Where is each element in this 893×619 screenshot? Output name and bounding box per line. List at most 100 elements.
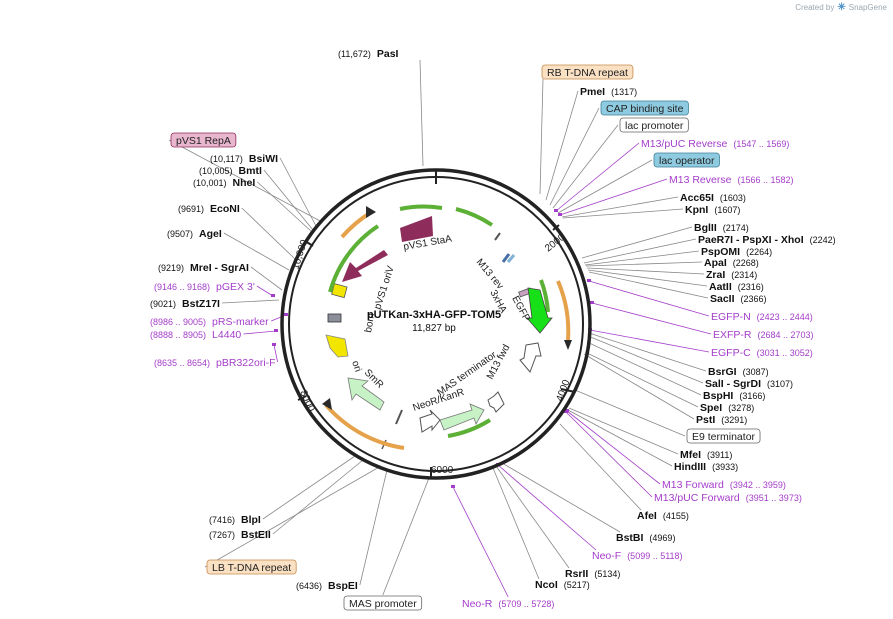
label-bmti[interactable]: BmtI(10,005)	[199, 165, 262, 177]
leader-line-egfpc	[589, 329, 710, 353]
label-pspomi[interactable]: PspOMI(2264)	[701, 246, 772, 258]
label-l4440[interactable]: L4440(8888 .. 8905)	[150, 329, 241, 341]
label-nhei[interactable]: NheI(10,001)	[193, 177, 255, 189]
label-pmei[interactable]: PmeI(1317)	[580, 86, 637, 98]
label-bsphi[interactable]: BspHI(3166)	[703, 390, 765, 402]
leader-line-bspei	[359, 469, 388, 586]
label-bstz-position: (9021)	[150, 299, 176, 309]
label-repa[interactable]: pVS1 RepA	[170, 132, 237, 148]
label-egfpc[interactable]: EGFP-C(3031 .. 3052)	[711, 347, 813, 359]
label-apai[interactable]: ApaI (2268)	[704, 257, 759, 269]
label-bglii[interactable]: BglII(2174)	[694, 222, 749, 234]
label-bspei[interactable]: BspEI(6436)	[296, 580, 358, 592]
label-sali[interactable]: SalI - SgrDI(3107)	[705, 378, 793, 390]
pvs1-oriv-arrow	[342, 250, 388, 282]
snapgene-logo-icon: ✳	[837, 2, 846, 13]
leader-line-bstbi	[501, 462, 621, 533]
label-m13rev[interactable]: M13 Reverse(1566 .. 1582)	[669, 174, 794, 186]
label-bstbi[interactable]: BstBI(4969)	[616, 532, 675, 544]
label-pbr322[interactable]: pBR322ori-F(8635 .. 8654)	[154, 357, 276, 369]
leader-line-zrai	[586, 267, 705, 275]
label-lacop[interactable]: lac operator	[653, 152, 720, 168]
primer-site-pbr322	[272, 343, 276, 346]
label-bsrgi[interactable]: BsrGI(3087)	[708, 366, 769, 378]
label-exfpr[interactable]: EXFP-R(2684 .. 2703)	[713, 329, 814, 341]
label-ncoi-name: NcoI	[535, 579, 558, 591]
label-kpni-name: KpnI	[685, 204, 708, 216]
label-lb[interactable]: LB T-DNA repeat	[206, 559, 297, 575]
label-bsphi-name: BspHI	[703, 390, 733, 402]
label-apai-name: ApaI	[704, 257, 727, 269]
leader-line-paer7i	[583, 238, 697, 264]
neor-arrow	[439, 403, 485, 431]
label-cap[interactable]: CAP binding site	[600, 100, 689, 116]
label-m13pucf[interactable]: M13/pUC Forward(3951 .. 3973)	[654, 492, 802, 504]
label-repa-box	[170, 132, 237, 148]
label-prs[interactable]: pRS-marker(8986 .. 9005)	[150, 316, 269, 328]
label-saci[interactable]: SacII(2366)	[710, 293, 767, 305]
label-e9[interactable]: E9 terminator	[686, 428, 761, 444]
label-rb-name: RB T-DNA repeat	[547, 67, 628, 79]
label-agei[interactable]: AgeI(9507)	[167, 228, 222, 240]
label-saci-name: SacII	[710, 293, 735, 305]
primer-head-3	[322, 398, 332, 410]
label-kpni[interactable]: KpnI(1607)	[685, 204, 740, 216]
label-bsiwi-position: (10,117)	[210, 154, 243, 164]
label-m13fwd[interactable]: M13 Forward(3942 .. 3959)	[662, 479, 786, 491]
label-exfpr-position: (2684 .. 2703)	[758, 330, 814, 340]
label-mfei-position: (3911)	[707, 450, 732, 460]
label-acc65i[interactable]: Acc65I(1603)	[680, 192, 746, 204]
label-ncoi[interactable]: NcoI(5217)	[535, 579, 590, 591]
leader-line-lb	[204, 465, 382, 568]
label-bstz[interactable]: BstZ17I (9021)	[150, 298, 220, 310]
label-mfei[interactable]: MfeI(3911)	[680, 449, 732, 461]
label-masp[interactable]: MAS promoter	[343, 595, 423, 611]
egfp-arrow	[526, 287, 553, 334]
label-acc65i-name: Acc65I	[680, 192, 714, 204]
label-econi[interactable]: EcoNI(9691)	[178, 203, 240, 215]
label-bsiwi[interactable]: BsiWI(10,117)	[210, 153, 278, 165]
primer-site-egfpn	[587, 279, 591, 282]
label-pgex[interactable]: pGEX 3'(9146 .. 9168)	[154, 281, 255, 293]
label-pasi[interactable]: PasI(11,672)	[338, 48, 399, 60]
leader-line-neor_p	[452, 486, 509, 598]
label-rsrii[interactable]: RsrII(5134)	[565, 568, 620, 580]
label-neof[interactable]: Neo-F(5099 .. 5118)	[592, 550, 683, 562]
label-aatii[interactable]: AatII(2316)	[709, 281, 764, 293]
label-psti[interactable]: PstI(3291)	[696, 414, 747, 426]
label-spei-name: SpeI	[700, 402, 722, 414]
label-blpi[interactable]: BlpI(7416)	[209, 514, 261, 526]
label-prs-position: (8986 .. 9005)	[150, 317, 206, 327]
label-egfpn[interactable]: EGFP-N(2423 .. 2444)	[711, 311, 813, 323]
leader-line-bsiwi	[279, 157, 317, 227]
feature-arrows	[325, 216, 553, 433]
label-mrei[interactable]: MreI - SgrAI(9219)	[158, 262, 249, 274]
tick-marks	[297, 170, 576, 477]
label-apai-position: (2268)	[733, 258, 759, 268]
oriv-yellow-mark	[331, 283, 348, 299]
label-afei[interactable]: AfeI(4155)	[637, 510, 689, 522]
label-spei[interactable]: SpeI(3278)	[700, 402, 754, 414]
bom-label: bom	[363, 312, 377, 333]
label-pspomi-position: (2264)	[746, 247, 772, 257]
label-bsteii[interactable]: BstEII(7267)	[209, 529, 271, 541]
leader-line-lacp	[552, 124, 619, 209]
label-rb[interactable]: RB T-DNA repeat	[541, 64, 634, 80]
green-arc-neo	[447, 418, 492, 438]
label-m13puc1-name: M13/pUC Reverse	[641, 138, 728, 150]
label-paer7i[interactable]: PaeR7I - PspXI - XhoI(2242)	[698, 234, 836, 246]
label-blpi-name: BlpI	[241, 514, 261, 526]
leader-line-bstz	[222, 299, 280, 304]
leader-line-rsrii	[495, 465, 570, 569]
label-neor_p[interactable]: Neo-R(5709 .. 5728)	[462, 598, 554, 610]
primer-site-m13pucf	[564, 410, 568, 413]
label-bstz-name: BstZ17I	[182, 298, 220, 310]
label-hindiii[interactable]: HindIII(3933)	[674, 461, 738, 473]
label-zrai[interactable]: ZraI(2314)	[706, 269, 757, 281]
label-m13puc1[interactable]: M13/pUC Reverse(1547 .. 1569)	[641, 138, 789, 150]
label-lacp[interactable]: lac promoter	[619, 117, 689, 133]
primer-site-exfpr	[590, 301, 594, 304]
leader-line-kpni	[562, 208, 684, 219]
label-pbr322-position: (8635 .. 8654)	[154, 358, 210, 368]
primer-head-2	[564, 340, 572, 350]
